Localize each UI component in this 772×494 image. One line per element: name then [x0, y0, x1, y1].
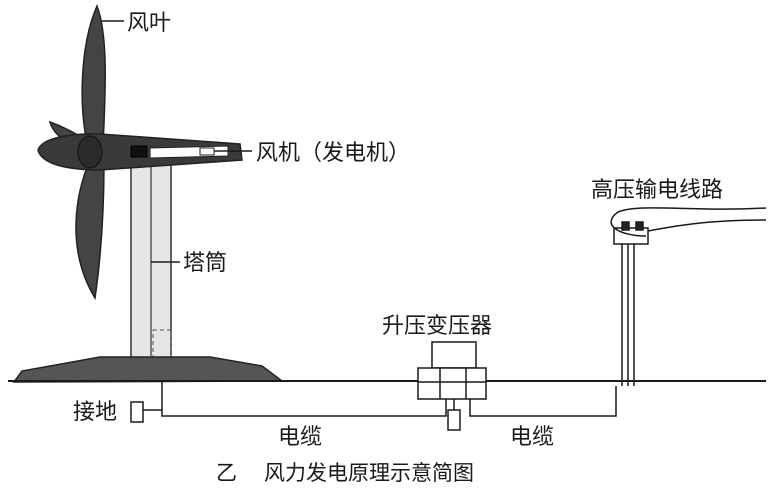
transmission-tower	[610, 207, 767, 386]
label-blade: 风叶	[127, 11, 171, 36]
caption-title: 风力发电原理示意简图	[264, 461, 474, 485]
label-transmission-line: 高压输电线路	[591, 178, 723, 203]
step-up-transformer	[417, 341, 487, 431]
tower	[130, 159, 172, 359]
label-transformer: 升压变压器	[382, 314, 492, 339]
grounding	[130, 381, 163, 423]
label-nacelle: 风机（发电机）	[256, 141, 410, 166]
caption-prefix: 乙	[216, 461, 237, 485]
label-ground: 接地	[73, 400, 117, 425]
nacelle	[37, 133, 243, 171]
label-tower: 塔筒	[183, 251, 227, 276]
label-cable-left: 电缆	[278, 425, 322, 450]
cable-line-left	[161, 399, 447, 417]
tower-foundation	[12, 356, 285, 383]
cable-line-right	[469, 386, 617, 417]
label-cable-right: 电缆	[510, 425, 554, 450]
